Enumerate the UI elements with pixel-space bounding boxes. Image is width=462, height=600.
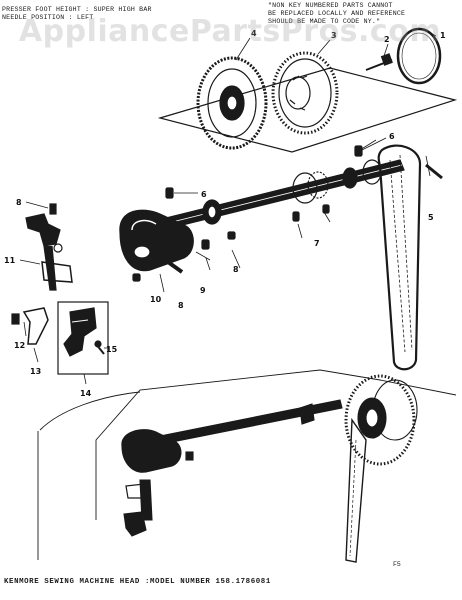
callout-12: 12 — [14, 341, 25, 350]
crank-pin — [166, 260, 184, 274]
callout-15: 15 — [106, 345, 118, 354]
callout-14: 14 — [80, 389, 92, 398]
top-plate-outline — [157, 67, 458, 153]
clutch-wheel — [271, 51, 339, 135]
callout-6a: 6 — [389, 132, 395, 141]
needle-bar-assembly — [25, 213, 73, 291]
callout-9: 9 — [200, 286, 206, 295]
leader-lines-top — [235, 29, 437, 177]
callout-5: 5 — [428, 213, 434, 222]
callout-8b: 8 — [233, 265, 239, 274]
callout-8c: 8 — [178, 301, 184, 310]
callout-3: 3 — [331, 31, 337, 40]
callout-7: 7 — [314, 239, 320, 248]
callout-11: 11 — [4, 256, 16, 265]
presser-foot-note: PRESSER FOOT HEIGHT : SUPER HIGH BAR NEE… — [2, 6, 232, 22]
note-line-2: BE REPLACED LOCALLY AND REFERENCE — [268, 10, 406, 18]
assembled-machine-head — [37, 369, 457, 563]
needle-bar-crank — [119, 209, 194, 272]
leader-lines-mid — [19, 137, 387, 385]
callout-6b: 6 — [201, 190, 207, 199]
note-line-presser-foot: PRESSER FOOT HEIGHT : SUPER HIGH BAR — [2, 6, 152, 13]
note-line-needle-position: NEEDLE POSITION : LEFT — [2, 14, 94, 22]
callout-8a: 8 — [16, 198, 22, 207]
drive-belt — [377, 144, 422, 371]
handwheel-gear — [196, 56, 268, 150]
callout-2: 2 — [384, 35, 390, 44]
corner-mark: F5 — [393, 561, 401, 568]
non-key-parts-note: "NON KEY NUMBERED PARTS CANNOT BE REPLAC… — [268, 2, 458, 27]
callout-4: 4 — [251, 29, 257, 38]
arm-shaft — [149, 159, 405, 233]
set-screws — [132, 145, 363, 282]
note-line-3: SHOULD BE MADE TO CODE NY." — [268, 18, 381, 26]
presser-bar-parts — [11, 301, 109, 375]
diagram-caption: KENMORE SEWING MACHINE HEAD :MODEL NUMBE… — [4, 578, 271, 586]
cover-disc — [396, 27, 442, 85]
callout-13: 13 — [30, 367, 41, 376]
stop-motion-screw — [365, 53, 393, 71]
belt-pin — [425, 163, 443, 180]
needle-clamp-screw — [49, 203, 57, 215]
callout-10: 10 — [150, 295, 162, 304]
callout-1: 1 — [440, 31, 446, 40]
note-line-1: "NON KEY NUMBERED PARTS CANNOT — [268, 2, 393, 9]
